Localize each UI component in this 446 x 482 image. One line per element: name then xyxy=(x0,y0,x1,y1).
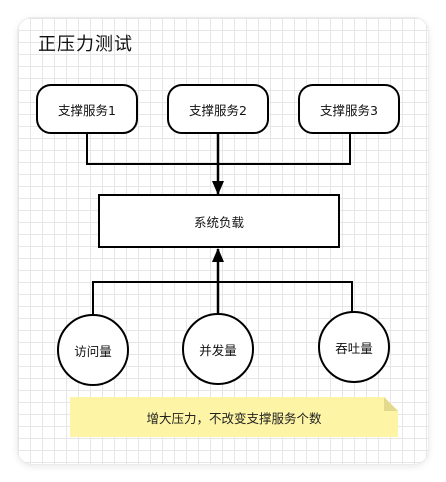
note-fold xyxy=(384,397,398,411)
service-label-2: 支撑服务2 xyxy=(189,102,247,118)
factor-circle-1 xyxy=(57,314,129,386)
factor-circle-2 xyxy=(182,313,254,385)
factor-label-3: 吞吐量 xyxy=(335,340,373,356)
service-label-1: 支撑服务1 xyxy=(58,102,116,118)
up-arrowhead xyxy=(212,248,224,262)
factor-label-1: 访问量 xyxy=(74,343,112,359)
load-box xyxy=(98,194,340,248)
note-text: 增大压力，不改变支撑服务个数 xyxy=(146,410,322,426)
factor-circle-3 xyxy=(318,311,390,383)
diagram-title: 正压力测试 xyxy=(38,34,133,55)
note-shape xyxy=(70,397,398,437)
factor-label-2: 并发量 xyxy=(199,342,237,358)
service-label-3: 支撑服务3 xyxy=(320,102,378,118)
factors-connector xyxy=(92,281,353,316)
load-label: 系统负载 xyxy=(193,214,244,230)
down-arrowhead xyxy=(212,181,224,195)
